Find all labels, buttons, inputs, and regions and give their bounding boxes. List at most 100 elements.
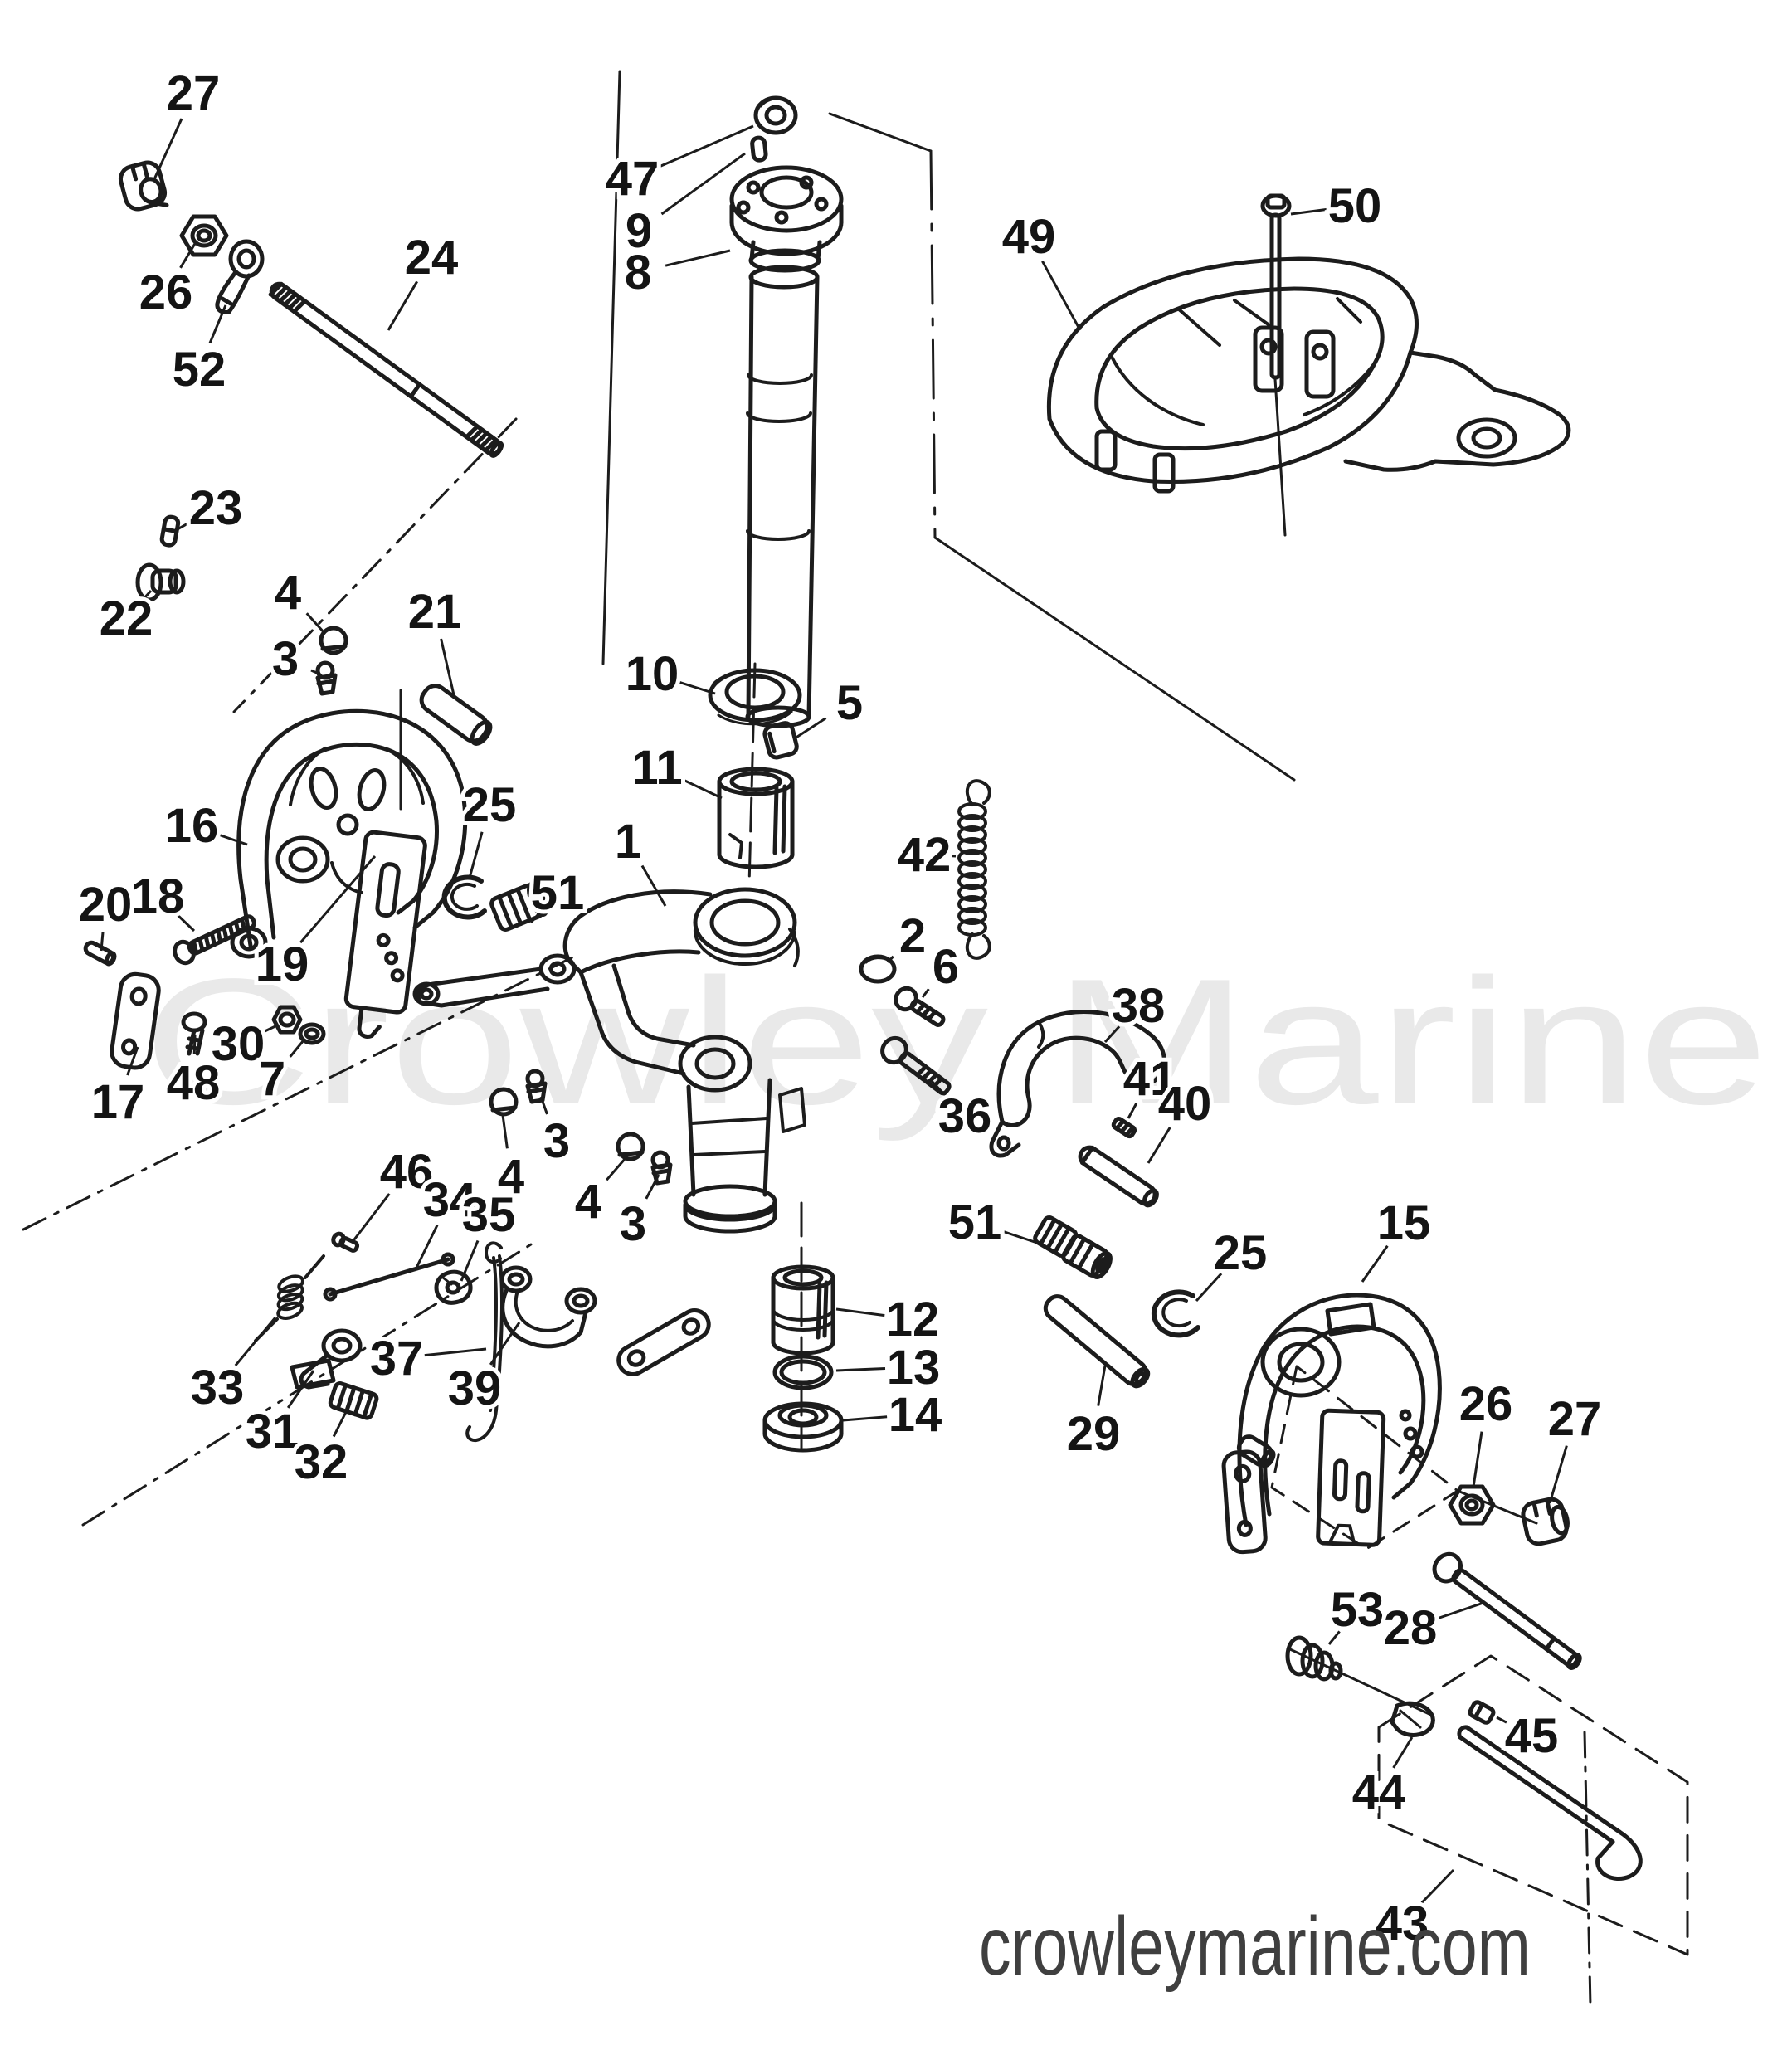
leader-upper-bushing bbox=[682, 778, 723, 800]
leader-spacer-tube bbox=[1097, 1365, 1107, 1406]
leader-o-ring bbox=[835, 1367, 886, 1372]
lever-screw bbox=[331, 1231, 360, 1253]
split-bushing-stbd bbox=[1033, 1215, 1113, 1279]
pivot-bolt bbox=[880, 1035, 952, 1096]
callout-adjusting-screw: 18 bbox=[131, 869, 185, 923]
callout-cap-plug-a: 4 bbox=[275, 566, 301, 620]
leader-seal-ring bbox=[657, 124, 754, 168]
grip-block bbox=[328, 1381, 379, 1420]
lock-knob-port bbox=[118, 160, 169, 212]
callout-cam-lever: 35 bbox=[462, 1188, 516, 1242]
leader-clamp-bracket-stbd bbox=[1361, 1244, 1389, 1283]
leader-cap-plug-b bbox=[501, 1114, 509, 1149]
leader-lower-bushing bbox=[835, 1307, 885, 1317]
leader-grip-block bbox=[332, 1403, 352, 1438]
callout-link-strap: 52 bbox=[173, 343, 226, 397]
leader-retainer-ring-stbd bbox=[1195, 1273, 1223, 1303]
leader-hex-nut-stbd bbox=[1472, 1431, 1483, 1488]
leader-adjusting-screw bbox=[177, 914, 196, 932]
callout-clamp-bracket-stbd: 15 bbox=[1377, 1196, 1431, 1250]
lock-wire bbox=[465, 1241, 504, 1443]
site-watermark: crowleymarine.com bbox=[979, 1900, 1531, 1993]
lock-knob-stbd bbox=[1521, 1497, 1570, 1546]
set-screw bbox=[1111, 1117, 1137, 1139]
leader-lever-screw bbox=[350, 1193, 391, 1244]
callout-lock-knob-port: 27 bbox=[167, 66, 221, 120]
leader-split-bushing-stbd bbox=[1001, 1230, 1038, 1244]
link-strap bbox=[215, 239, 265, 314]
callout-bracket-bore: 19 bbox=[256, 937, 309, 991]
dome-washer bbox=[859, 954, 897, 984]
loose-link-plate bbox=[616, 1308, 711, 1376]
callout-seal-ring: 47 bbox=[606, 152, 660, 206]
leader-clamp-bracket-port bbox=[217, 833, 248, 846]
leader-grease-fitting-a bbox=[310, 669, 319, 675]
callout-lock-plate-port: 17 bbox=[91, 1075, 145, 1129]
small-nut bbox=[271, 1005, 303, 1035]
flanged-bushing bbox=[135, 562, 186, 602]
callout-grease-fitting-b: 3 bbox=[543, 1114, 570, 1168]
callout-small-nut: 30 bbox=[212, 1017, 265, 1071]
anchor-cone bbox=[1390, 1701, 1435, 1737]
hex-bolt bbox=[894, 986, 946, 1027]
leader-cam-lever bbox=[460, 1239, 480, 1282]
callout-clamp-screw-shaft: 24 bbox=[405, 231, 459, 285]
seal-ring bbox=[753, 95, 798, 135]
spring-washer-set bbox=[1285, 1635, 1343, 1682]
callout-grip-block: 32 bbox=[295, 1435, 348, 1489]
leader-split-bushing-port bbox=[529, 913, 540, 923]
callout-retainer-clip: 45 bbox=[1505, 1709, 1559, 1763]
clamp-screw-shaft bbox=[268, 281, 504, 458]
callout-cap-plug-b: 4 bbox=[498, 1150, 524, 1204]
leader-bracket-bore bbox=[299, 855, 377, 944]
grease-fitting-c bbox=[650, 1150, 673, 1186]
callout-lower-seal: 14 bbox=[889, 1388, 942, 1442]
callout-small-pin: 23 bbox=[189, 481, 243, 535]
clamp-bracket-port bbox=[230, 708, 468, 1039]
leader-clamp-strap bbox=[1103, 1025, 1121, 1044]
leader-dowel-pin bbox=[660, 152, 746, 216]
callout-hex-nut-stbd: 26 bbox=[1459, 1377, 1513, 1431]
leader-grease-fitting-b bbox=[539, 1096, 548, 1115]
callout-wedge-pad: 5 bbox=[836, 676, 863, 730]
anchor-kit-dashed-box bbox=[1377, 1654, 1689, 1956]
spacer-tube bbox=[1043, 1294, 1151, 1389]
callout-hex-nut-port: 26 bbox=[139, 265, 193, 319]
clamp-bracket-stbd bbox=[1221, 1293, 1442, 1555]
callout-set-screw: 41 bbox=[1123, 1052, 1177, 1106]
return-spring bbox=[957, 779, 991, 960]
adjusting-screw bbox=[173, 914, 256, 966]
callout-lock-knob-stbd: 27 bbox=[1548, 1392, 1602, 1446]
callout-hinge-pin: 40 bbox=[1158, 1077, 1212, 1131]
leader-retainer-clip bbox=[1496, 1716, 1507, 1724]
leader-lock-knob-port bbox=[153, 118, 183, 180]
callout-swivel-bracket: 1 bbox=[615, 815, 641, 869]
roll-pin bbox=[83, 940, 117, 967]
callout-flat-washer: 7 bbox=[259, 1052, 285, 1106]
watermark-text: Crowley Marine bbox=[143, 941, 1769, 1142]
callout-lever-screw: 46 bbox=[380, 1145, 434, 1199]
leader-set-screw bbox=[1127, 1103, 1138, 1119]
leader-small-pin bbox=[177, 520, 192, 531]
callout-cap-plug-c: 4 bbox=[575, 1175, 601, 1229]
split-bushing-port bbox=[489, 881, 549, 932]
cap-plug-a bbox=[319, 626, 348, 655]
callout-anchor-kit-outline: 43 bbox=[1376, 1897, 1429, 1950]
callout-retainer-ring-stbd: 25 bbox=[1214, 1226, 1268, 1280]
callout-return-spring: 42 bbox=[898, 828, 952, 882]
callout-stern-bracket: 49 bbox=[1002, 210, 1056, 264]
leader-lock-wire bbox=[424, 1347, 487, 1357]
leader-steering-tube-flange bbox=[665, 249, 731, 267]
plate-screw bbox=[181, 1011, 207, 1056]
cam-lever bbox=[434, 1269, 473, 1305]
callout-link-rod: 34 bbox=[423, 1173, 477, 1227]
leader-grease-fitting-c bbox=[645, 1174, 660, 1200]
leader-stern-bracket bbox=[1041, 261, 1082, 331]
callout-flanged-bushing: 22 bbox=[100, 592, 153, 645]
callout-upper-seal: 10 bbox=[626, 647, 679, 701]
callout-retainer-ring-port: 25 bbox=[463, 778, 517, 832]
clamp-strap bbox=[989, 1009, 1166, 1158]
leader-cap-plug-a bbox=[305, 612, 327, 635]
leader-lock-spring bbox=[234, 1317, 277, 1366]
callout-upper-bushing: 11 bbox=[631, 741, 682, 795]
